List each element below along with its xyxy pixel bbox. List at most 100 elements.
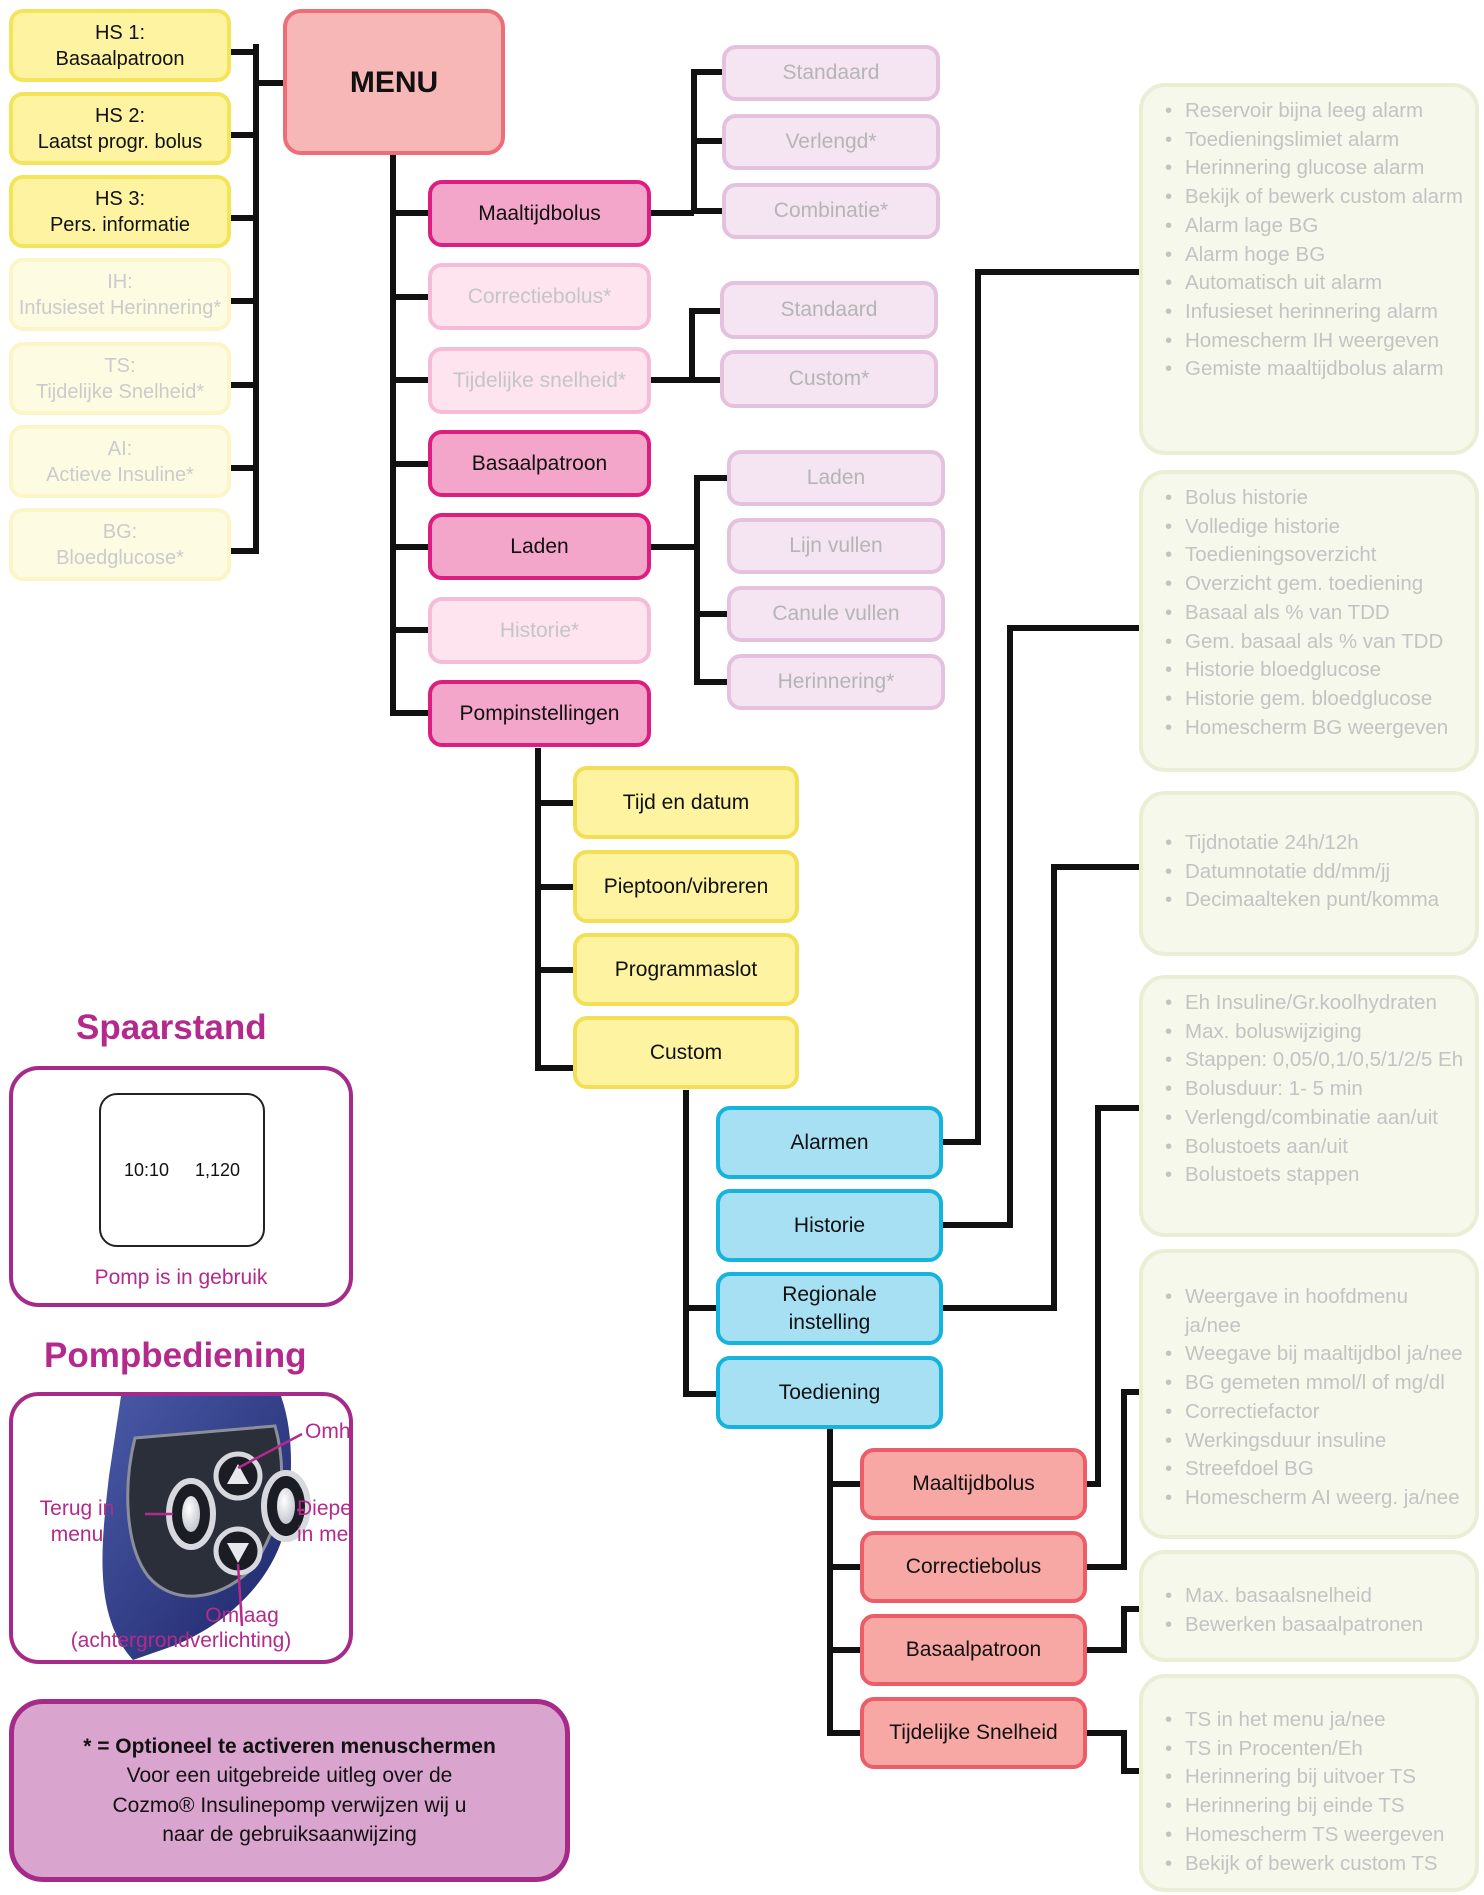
panel-item: Gem. basaal als % van TDD [1161, 628, 1467, 657]
home-screen-code: TS: [104, 354, 136, 377]
home-screen-code: AI: [107, 437, 133, 460]
footnote-box: * = Optioneel te activeren menuschermen … [9, 1699, 570, 1882]
panel-item: Eh Insuline/Gr.koolhydraten [1161, 989, 1467, 1018]
submenu-item-label: Standaard [782, 61, 880, 85]
home-screen-hs1[interactable]: HS 1: Basaalpatroon [9, 9, 231, 82]
settings-item-label: Pieptoon/vibreren [603, 874, 769, 898]
panel-correctiebolus: Weergave in hoofdmenu ja/nee Weegave bij… [1139, 1249, 1479, 1539]
home-screen-hs3[interactable]: HS 3: Pers. informatie [9, 175, 231, 248]
panel-item: Bekijk of bewerk custom alarm [1161, 183, 1467, 212]
menu-item-maaltijdbolus[interactable]: Maaltijdbolus [428, 180, 651, 247]
panel-basaal: Max. basaalsnelheid Bewerken basaalpatro… [1139, 1550, 1479, 1662]
custom-item-toediening[interactable]: Toediening [716, 1356, 943, 1429]
omlaag-label: Omlaag [205, 1604, 279, 1627]
menu-item-correctiebolus[interactable]: Correctiebolus* [428, 263, 651, 330]
panel-item: Bolus historie [1161, 484, 1467, 513]
toediening-item-basaalpatroon[interactable]: Basaalpatroon [860, 1614, 1087, 1686]
submenu-item-verlengd[interactable]: Verlengd* [722, 114, 940, 170]
submenu-item-lijn-vullen[interactable]: Lijn vullen [727, 518, 945, 574]
home-screen-bg[interactable]: BG: Bloedglucose* [9, 508, 231, 581]
panel-item: Bolustoets stappen [1161, 1161, 1467, 1190]
submenu-item-ts-standaard[interactable]: Standaard [720, 281, 938, 339]
panel-item: BG gemeten mmol/l of mg/dl [1161, 1369, 1467, 1398]
panel-item: Decimaalteken punt/komma [1161, 886, 1467, 915]
menu-item-pompinstellingen[interactable]: Pompinstellingen [428, 680, 651, 747]
display-value: 1,120 [195, 1159, 241, 1180]
toediening-item-label: Correctiebolus [905, 1555, 1042, 1579]
spaarstand-title: Spaarstand [76, 1008, 267, 1047]
pump-keypad-illustration [102, 1396, 311, 1660]
pompbediening-frame: Omhoog Terug in menu Dieper in menu Omla… [9, 1392, 353, 1664]
toediening-item-correctiebolus[interactable]: Correctiebolus [860, 1531, 1087, 1603]
submenu-item-combinatie[interactable]: Combinatie* [722, 183, 940, 239]
footnote-title: * = Optioneel te activeren menuschermen [83, 1734, 496, 1758]
settings-item-custom[interactable]: Custom [573, 1016, 799, 1089]
omhoog-label: Omhoog [305, 1420, 351, 1443]
panel-item: Homescherm AI weerg. ja/nee [1161, 1484, 1467, 1513]
home-screen-label: Pers. informatie [49, 213, 191, 236]
display-time: 10:10 [123, 1159, 169, 1180]
custom-item-alarmen[interactable]: Alarmen [716, 1106, 943, 1179]
menu-item-basaalpatroon[interactable]: Basaalpatroon [428, 430, 651, 497]
home-screen-ts[interactable]: TS: Tijdelijke Snelheid* [9, 342, 231, 415]
menu-item-tijdelijke-snelheid[interactable]: Tijdelijke snelheid* [428, 347, 651, 414]
submenu-item-ts-custom[interactable]: Custom* [720, 350, 938, 408]
panel-item: Weergave in hoofdmenu ja/nee [1161, 1283, 1467, 1340]
panel-item: Werkingsduur insuline [1161, 1427, 1467, 1456]
right-button [277, 1488, 295, 1524]
panel-item: Volledige historie [1161, 513, 1467, 542]
menu-item-label: Tijdelijke snelheid* [452, 368, 627, 392]
panel-tijdelijk: TS in het menu ja/nee TS in Procenten/Eh… [1139, 1674, 1479, 1892]
settings-item-tijd-en-datum[interactable]: Tijd en datum [573, 766, 799, 839]
submenu-item-label: Verlengd* [785, 130, 877, 154]
home-screen-label: Actieve Insuline* [46, 463, 194, 486]
custom-item-label: Historie [793, 1213, 866, 1237]
panel-item: Herinnering bij einde TS [1161, 1792, 1467, 1821]
up-arrow [227, 1464, 249, 1484]
footnote-line: naar de gebruiksaanwijzing [162, 1822, 417, 1846]
panel-item: Datumnotatie dd/mm/jj [1161, 858, 1467, 887]
custom-item-label: Alarmen [790, 1130, 869, 1154]
home-screen-code: HS 1: [94, 21, 146, 44]
custom-item-historie[interactable]: Historie [716, 1189, 943, 1262]
submenu-item-canule-vullen[interactable]: Canule vullen [727, 586, 945, 642]
settings-item-programmaslot[interactable]: Programmaslot [573, 933, 799, 1006]
menu-item-laden[interactable]: Laden [428, 513, 651, 580]
settings-item-label: Custom [649, 1040, 723, 1064]
panel-item: Toedieningslimiet alarm [1161, 126, 1467, 155]
panel-item: TS in Procenten/Eh [1161, 1735, 1467, 1764]
toediening-item-tijdelijke-snelheid[interactable]: Tijdelijke Snelheid [860, 1697, 1087, 1769]
settings-item-label: Programmaslot [614, 957, 758, 981]
menu-item-label: Basaalpatroon [471, 451, 608, 475]
panel-item: Herinnering glucose alarm [1161, 154, 1467, 183]
home-screen-code: HS 2: [94, 104, 146, 127]
home-screen-hs2[interactable]: HS 2: Laatst progr. bolus [9, 92, 231, 165]
submenu-item-laden[interactable]: Laden [727, 450, 945, 506]
dieper-label: Dieper in menu [297, 1497, 353, 1547]
home-screen-label: Basaalpatroon [55, 47, 185, 70]
home-screen-label: Bloedglucose* [56, 546, 184, 569]
settings-item-pieptoon[interactable]: Pieptoon/vibreren [573, 850, 799, 923]
toediening-item-label: Basaalpatroon [905, 1638, 1042, 1662]
submenu-item-herinnering[interactable]: Herinnering* [727, 654, 945, 710]
home-screen-ih[interactable]: IH: Infusieset Herinnering* [9, 258, 231, 331]
panel-item: Overzicht gem. toediening [1161, 570, 1467, 599]
menu-item-label: Correctiebolus* [467, 284, 612, 308]
panel-item: Verlengd/combinatie aan/uit [1161, 1104, 1467, 1133]
menu-item-historie[interactable]: Historie* [428, 597, 651, 664]
panel-item: Homescherm TS weergeven [1161, 1821, 1467, 1850]
custom-item-regionale-instelling[interactable]: Regionale instelling [716, 1272, 943, 1345]
submenu-item-standaard[interactable]: Standaard [722, 45, 940, 101]
menu-root[interactable]: MENU [283, 9, 505, 155]
panel-item: Tijdnotatie 24h/12h [1161, 829, 1467, 858]
panel-item: Max. basaalsnelheid [1161, 1582, 1467, 1611]
submenu-item-label: Herinnering* [777, 670, 895, 694]
spaarstand-caption: Pomp is in gebruik [94, 1266, 268, 1289]
panel-item: Bekijk of bewerk custom TS [1161, 1850, 1467, 1879]
submenu-item-label: Custom* [788, 367, 870, 391]
home-screen-ai[interactable]: AI: Actieve Insuline* [9, 425, 231, 498]
home-screen-code: BG: [102, 520, 138, 543]
toediening-item-maaltijdbolus[interactable]: Maaltijdbolus [860, 1448, 1087, 1520]
submenu-item-label: Canule vullen [772, 602, 900, 626]
